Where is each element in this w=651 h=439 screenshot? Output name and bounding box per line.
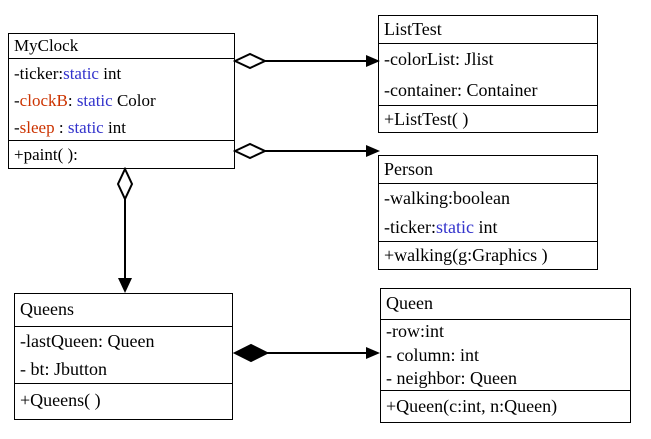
attributes-compartment-listtest: -colorList: Jlist -container: Container: [379, 44, 597, 106]
member-line: -clockB: static Color: [14, 91, 156, 110]
member-line: -sleep : static int: [14, 118, 126, 137]
open-diamond-icon: [116, 167, 134, 202]
member-line: +ListTest( ): [384, 109, 469, 129]
member-line: -ticker:static int: [384, 217, 498, 237]
class-box-queens: Queens -lastQueen: Queen - bt: Jbutton +Q…: [14, 293, 233, 420]
attributes-compartment-queens: -lastQueen: Queen - bt: Jbutton: [15, 327, 232, 384]
member-line: -colorList: Jlist: [384, 49, 494, 69]
attributes-compartment-myclock: -ticker:static int -clockB: static Color -…: [9, 59, 234, 141]
member-line: +walking(g:Graphics ): [384, 245, 548, 265]
class-title-queens: Queens: [15, 294, 232, 327]
member-line: - column: int: [386, 344, 479, 365]
arrowhead-icon: [366, 55, 380, 67]
attributes-compartment-queen: -row:int - column: int - neighbor: Queen: [381, 320, 630, 391]
member-line: -walking:boolean: [384, 188, 510, 208]
member-line: - bt: Jbutton: [20, 359, 108, 379]
connector-myclock-queens: [116, 167, 134, 293]
class-title-listtest: ListTest: [379, 16, 597, 44]
class-box-listtest: ListTest -colorList: Jlist -container: Co…: [378, 15, 598, 133]
methods-compartment-myclock: +paint( ):: [9, 141, 234, 168]
member-line: -ticker:static int: [14, 64, 122, 83]
connector-myclock-listtest: [233, 52, 380, 70]
methods-compartment-person: +walking(g:Graphics ): [379, 242, 597, 269]
member-line: +Queens( ): [20, 390, 101, 410]
filled-diamond-icon: [233, 343, 270, 363]
class-box-person: Person -walking:boolean -ticker:static in…: [378, 155, 598, 270]
member-line: +Queen(c:int, n:Queen): [386, 396, 558, 416]
methods-compartment-queens: +Queens( ): [15, 384, 232, 419]
methods-compartment-queen: +Queen(c:int, n:Queen): [381, 391, 630, 422]
class-box-myclock: MyClock -ticker:static int -clockB: stati…: [8, 33, 235, 169]
attributes-compartment-person: -walking:boolean -ticker:static int: [379, 184, 597, 242]
connector-queens-queen: [233, 343, 380, 363]
class-title-myclock: MyClock: [9, 34, 234, 59]
arrowhead-icon: [118, 278, 132, 293]
arrowhead-icon: [366, 347, 380, 359]
member-line: - neighbor: Queen: [386, 368, 517, 388]
connector-myclock-person: [233, 142, 380, 160]
member-line: -container: Container: [384, 80, 538, 100]
class-title-queen: Queen: [381, 289, 630, 320]
arrowhead-icon: [366, 145, 380, 157]
class-title-person: Person: [379, 156, 597, 184]
member-line: +paint( ):: [14, 145, 78, 164]
member-line: -lastQueen: Queen: [20, 331, 155, 351]
member-line: -row:int: [386, 321, 444, 341]
open-diamond-icon: [233, 142, 268, 160]
class-box-queen: Queen -row:int - column: int - neighbor: Q…: [380, 288, 631, 423]
open-diamond-icon: [233, 52, 268, 70]
methods-compartment-listtest: +ListTest( ): [379, 106, 597, 132]
